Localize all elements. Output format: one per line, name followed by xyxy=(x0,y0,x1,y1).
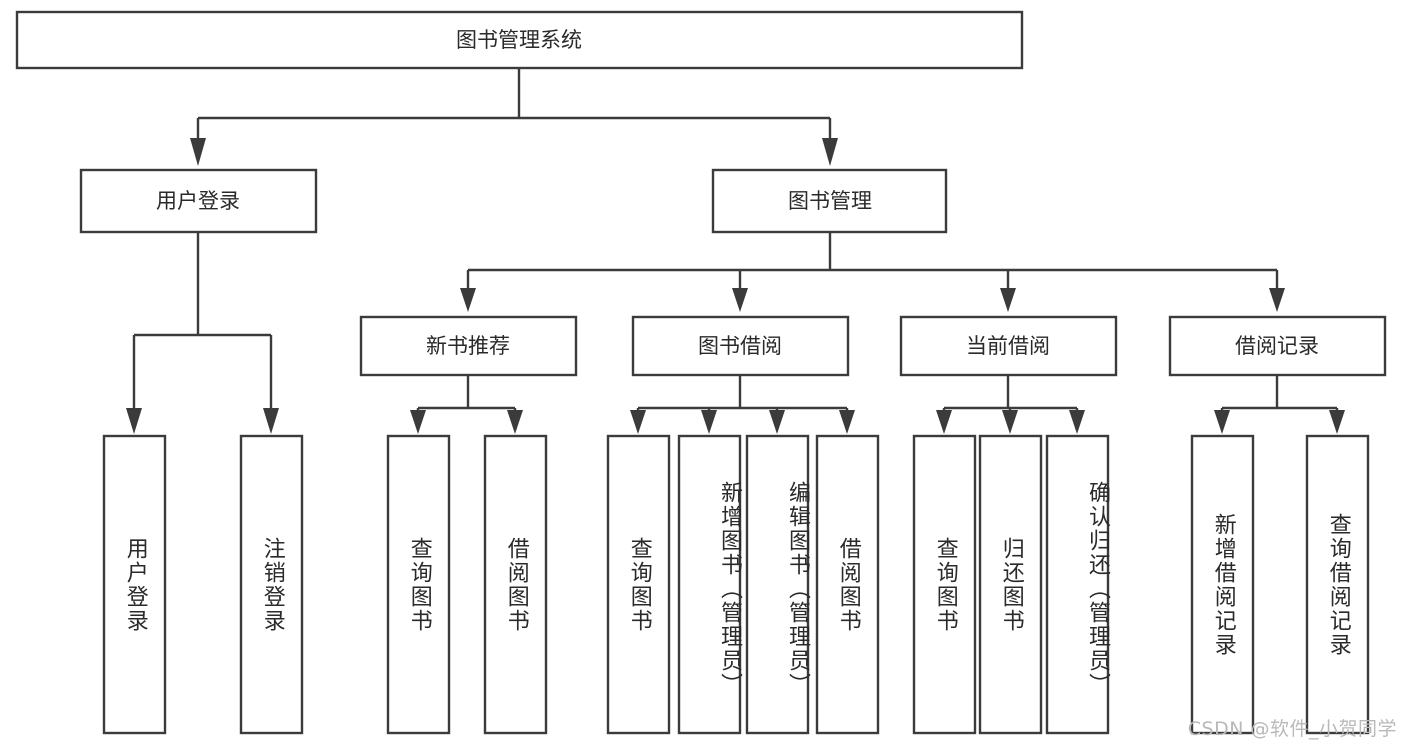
node-book-borrow-label: 图书借阅 xyxy=(698,334,782,358)
arrow-head-user-login xyxy=(190,138,206,166)
node-user-login[interactable]: 用户登录 xyxy=(79,168,318,234)
leaf-box-book-borrow-2[interactable] xyxy=(677,434,742,735)
arrow-head-current-borrow-leaf3 xyxy=(1069,410,1085,434)
arrow-head-book-borrow xyxy=(732,288,748,312)
node-user-login-box[interactable] xyxy=(79,168,318,234)
connectors-new-book-to-leaves xyxy=(410,375,523,434)
node-borrow-record[interactable]: 借阅记录 xyxy=(1168,315,1387,377)
arrow-head-user-login-leaf1 xyxy=(126,408,142,434)
arrow-head-book-borrow-leaf2 xyxy=(701,410,717,434)
leaf-box-borrow-record-2[interactable] xyxy=(1305,434,1370,735)
arrow-head-current-borrow-leaf2 xyxy=(1002,410,1018,434)
arrow-head-new-book-leaf2 xyxy=(507,410,523,434)
node-borrow-record-box[interactable] xyxy=(1168,315,1387,377)
node-book-manage-label: 图书管理 xyxy=(788,189,872,213)
leaf-box-borrow-record-1[interactable] xyxy=(1190,434,1255,735)
connectors-user-login-to-leaves xyxy=(126,232,279,434)
arrow-head-book-borrow-leaf3 xyxy=(769,410,785,434)
leaf-box-current-borrow-2[interactable] xyxy=(978,434,1043,735)
leaf-box-current-borrow-3[interactable] xyxy=(1045,434,1110,735)
node-borrow-record-label: 借阅记录 xyxy=(1235,334,1319,358)
node-book-manage-box[interactable] xyxy=(711,168,948,234)
node-root[interactable]: 图书管理系统 xyxy=(15,10,1024,70)
arrow-head-borrow-record xyxy=(1269,288,1285,312)
node-book-borrow-box[interactable] xyxy=(631,315,850,377)
arrow-head-borrow-record-leaf1 xyxy=(1214,410,1230,434)
watermark-label: CSDN @软件_小贺同学 xyxy=(1187,718,1397,740)
leaf-box-user-login-1[interactable] xyxy=(102,434,167,735)
arrow-head-book-manage xyxy=(822,138,838,166)
node-new-book-recommend-label: 新书推荐 xyxy=(426,334,510,358)
arrow-head-new-book xyxy=(460,288,476,312)
arrow-head-new-book-leaf1 xyxy=(410,410,426,434)
node-root-box[interactable] xyxy=(15,10,1024,70)
leaf-box-new-book-1[interactable] xyxy=(386,434,451,735)
arrow-head-current-borrow xyxy=(1000,288,1016,312)
node-current-borrow-label: 当前借阅 xyxy=(966,334,1050,358)
leaf-box-book-borrow-1[interactable] xyxy=(606,434,671,735)
arrow-head-book-borrow-leaf4 xyxy=(839,410,855,434)
connectors-book-manage-to-level3 xyxy=(460,232,1285,312)
arrow-head-current-borrow-leaf1 xyxy=(936,410,952,434)
node-current-borrow[interactable]: 当前借阅 xyxy=(899,315,1118,377)
node-new-book-recommend-box[interactable] xyxy=(359,315,578,377)
leaf-boxes xyxy=(102,434,1370,735)
connectors-current-borrow-to-leaves xyxy=(936,375,1085,434)
connectors-root-to-level2 xyxy=(190,68,838,166)
node-root-label: 图书管理系统 xyxy=(456,28,582,52)
arrow-head-book-borrow-leaf1 xyxy=(630,410,646,434)
leaf-box-user-login-2[interactable] xyxy=(239,434,304,735)
leaf-box-current-borrow-1[interactable] xyxy=(912,434,977,735)
connectors-borrow-record-to-leaves xyxy=(1214,375,1345,434)
leaf-box-book-borrow-4[interactable] xyxy=(815,434,880,735)
node-new-book-recommend[interactable]: 新书推荐 xyxy=(359,315,578,377)
node-book-manage[interactable]: 图书管理 xyxy=(711,168,948,234)
node-user-login-label: 用户登录 xyxy=(156,189,240,213)
connectors-book-borrow-to-leaves xyxy=(630,375,855,434)
arrow-head-user-login-leaf2 xyxy=(263,408,279,434)
leaf-box-book-borrow-3[interactable] xyxy=(745,434,810,735)
leaf-box-new-book-2[interactable] xyxy=(483,434,548,735)
node-current-borrow-box[interactable] xyxy=(899,315,1118,377)
node-book-borrow[interactable]: 图书借阅 xyxy=(631,315,850,377)
arrow-head-borrow-record-leaf2 xyxy=(1329,410,1345,434)
